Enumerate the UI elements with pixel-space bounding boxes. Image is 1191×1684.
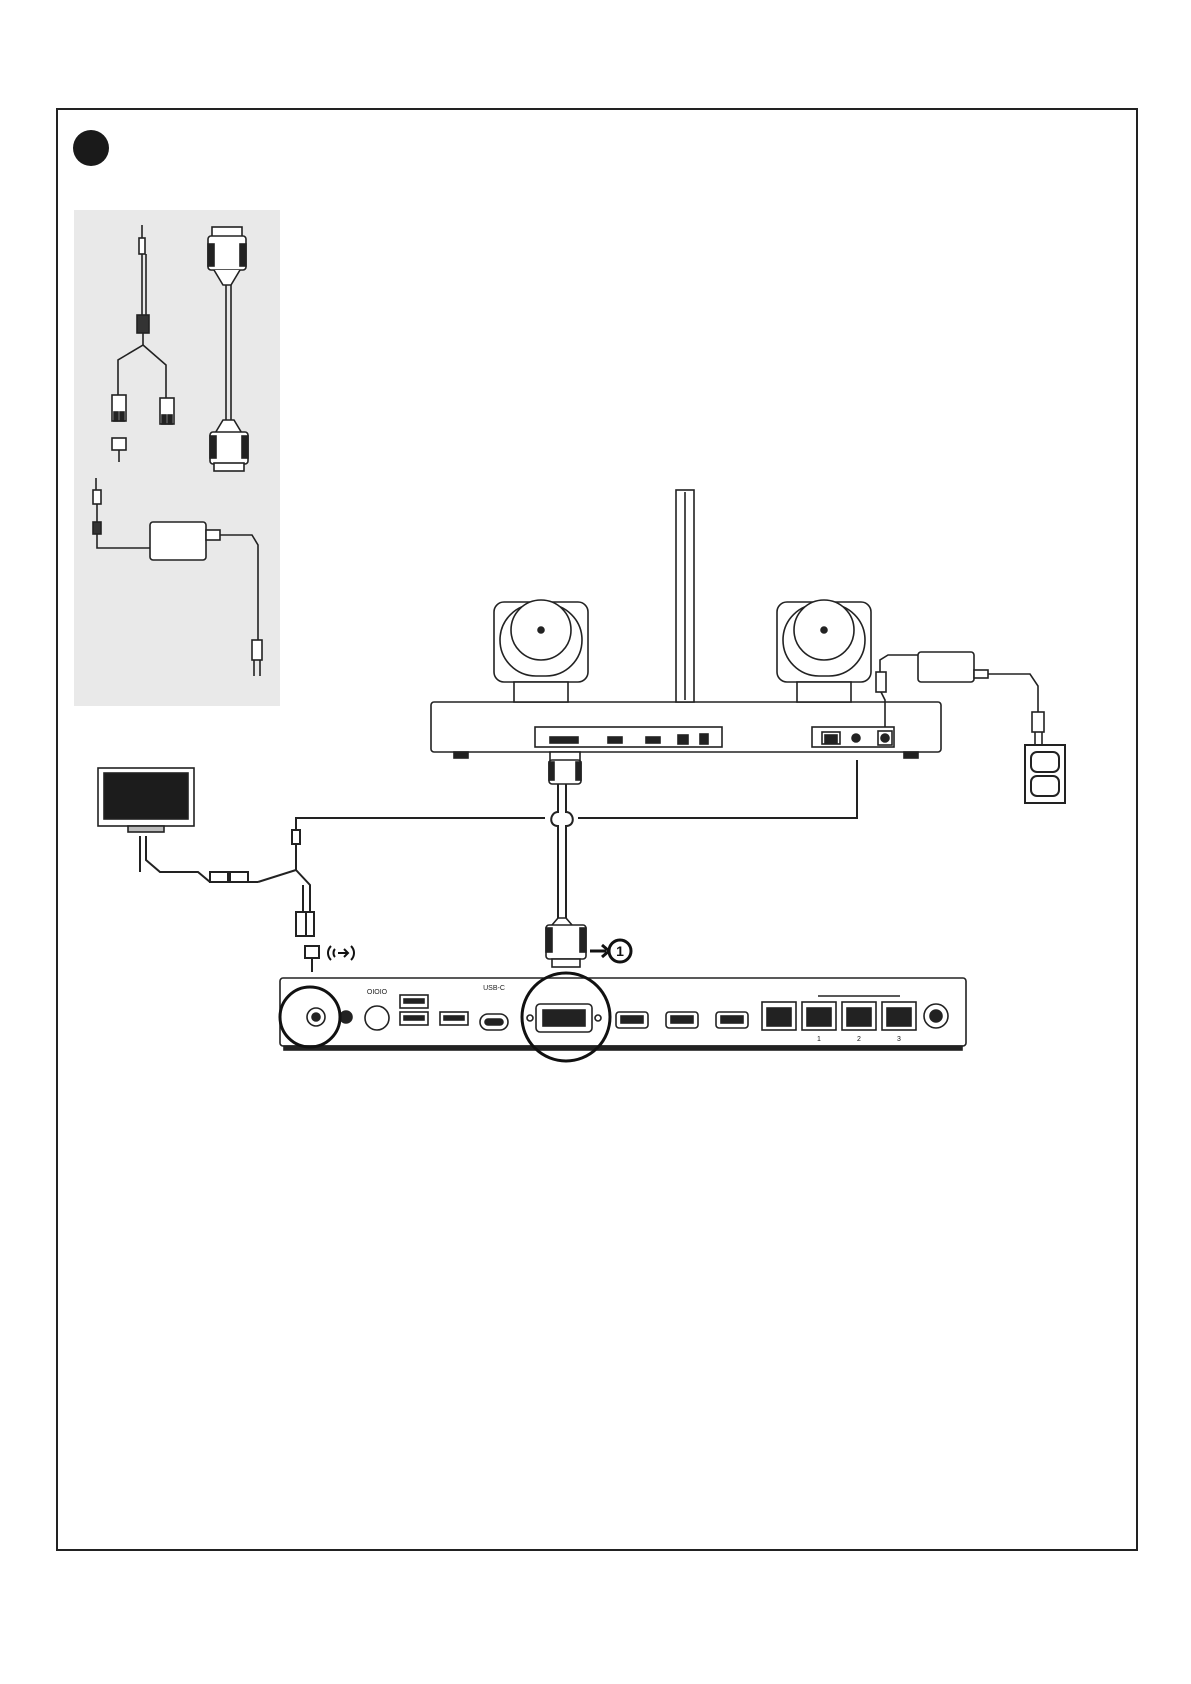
- cable-routing: [140, 760, 857, 972]
- mini-din-port[interactable]: [365, 1006, 389, 1030]
- wall-outlet: [1025, 745, 1065, 803]
- lan-port-2-label: 2: [857, 1036, 861, 1043]
- camera-base-unit: [431, 490, 941, 758]
- lan-port-3-label: 3: [897, 1036, 901, 1043]
- svg-text:OIOIO: OIOIO: [367, 989, 388, 996]
- audio-y-cable-illustration: [112, 225, 174, 462]
- dvi-connector-base-end: [549, 752, 581, 784]
- lan-port-1-label: 1: [817, 1036, 821, 1043]
- input-callout: 1: [590, 940, 631, 962]
- tv-monitor: [98, 768, 194, 832]
- dvi-cable-illustration: [208, 227, 248, 471]
- usb-c-label: USB-C: [483, 985, 505, 992]
- audio-output-icon: [328, 946, 354, 960]
- input-number: 1: [616, 943, 624, 959]
- dvi-connector-codec-end: [546, 918, 586, 967]
- power-supply-illustration: [93, 478, 262, 676]
- codec-console: OIOIO USB-C 1 2 3: [280, 978, 966, 1050]
